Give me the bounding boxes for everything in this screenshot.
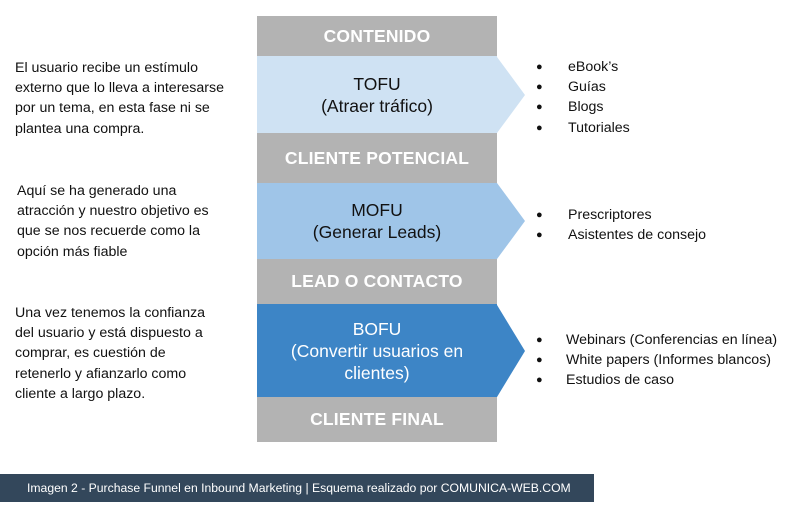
band-contenido: CONTENIDO — [257, 16, 497, 56]
list-item: Webinars (Conferencias en línea) — [536, 330, 777, 350]
list-item: eBook’s — [536, 57, 630, 77]
stage-bofu-title: BOFU — [352, 318, 402, 339]
items-mofu: Prescriptores Asistentes de consejo — [536, 205, 706, 246]
description-bofu: Una vez tenemos la confianza del usuario… — [15, 305, 206, 402]
stage-tofu-title: TOFU — [353, 73, 401, 94]
stage-mofu-subtitle: (Generar Leads) — [312, 222, 442, 242]
stage-tofu: TOFU (Atraer tráfico) — [257, 56, 525, 133]
list-item: Blogs — [536, 97, 630, 117]
list-item: Estudios de caso — [536, 370, 777, 390]
arrow-tofu — [497, 56, 525, 133]
stage-mofu-title: MOFU — [351, 200, 403, 220]
stage-tofu-text: TOFU (Atraer tráfico) — [321, 73, 433, 117]
stage-mofu: MOFU (Generar Leads) — [257, 183, 525, 259]
stage-mofu-text: MOFU (Generar Leads) — [313, 199, 441, 243]
description-mofu: Aquí se ha generado una atracción y nues… — [17, 183, 209, 260]
stage-bofu-subtitle: (Convertir usuarios en clientes) — [290, 340, 464, 383]
list-item: Asistentes de consejo — [536, 225, 706, 245]
list-item: Guías — [536, 77, 630, 97]
band-cliente-final: CLIENTE FINAL — [257, 397, 497, 442]
list-item: Prescriptores — [536, 205, 706, 225]
arrow-mofu — [497, 183, 525, 259]
items-tofu: eBook’s Guías Blogs Tutoriales — [536, 57, 630, 138]
band-cliente-potencial: CLIENTE POTENCIAL — [257, 133, 497, 183]
arrow-bofu — [497, 304, 525, 397]
stage-tofu-subtitle: (Atraer tráfico) — [321, 95, 433, 116]
stage-bofu: BOFU (Convertir usuarios en clientes) — [257, 304, 525, 397]
items-bofu: Webinars (Conferencias en línea) White p… — [536, 330, 777, 391]
band-lead-contacto: LEAD O CONTACTO — [257, 259, 497, 304]
list-item: Tutoriales — [536, 118, 630, 138]
stage-bofu-text: BOFU (Convertir usuarios en clientes) — [257, 318, 497, 384]
description-tofu: El usuario recibe un estímulo externo qu… — [15, 60, 224, 137]
image-caption: Imagen 2 - Purchase Funnel en Inbound Ma… — [0, 474, 594, 502]
list-item: White papers (Informes blancos) — [536, 350, 777, 370]
